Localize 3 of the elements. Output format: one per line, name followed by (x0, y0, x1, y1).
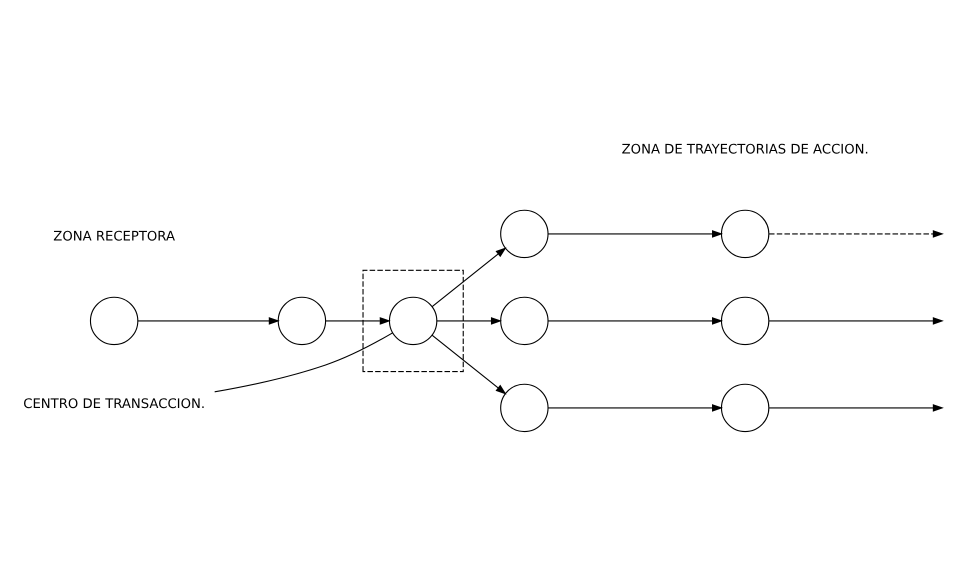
node-text: CENTRO DE TRANSACCION. (22, 397, 205, 412)
label: ZONA RECEPTORA (52, 230, 174, 245)
label: ZONA DE TRAYECTORIAS DE ACCION. (621, 142, 868, 158)
